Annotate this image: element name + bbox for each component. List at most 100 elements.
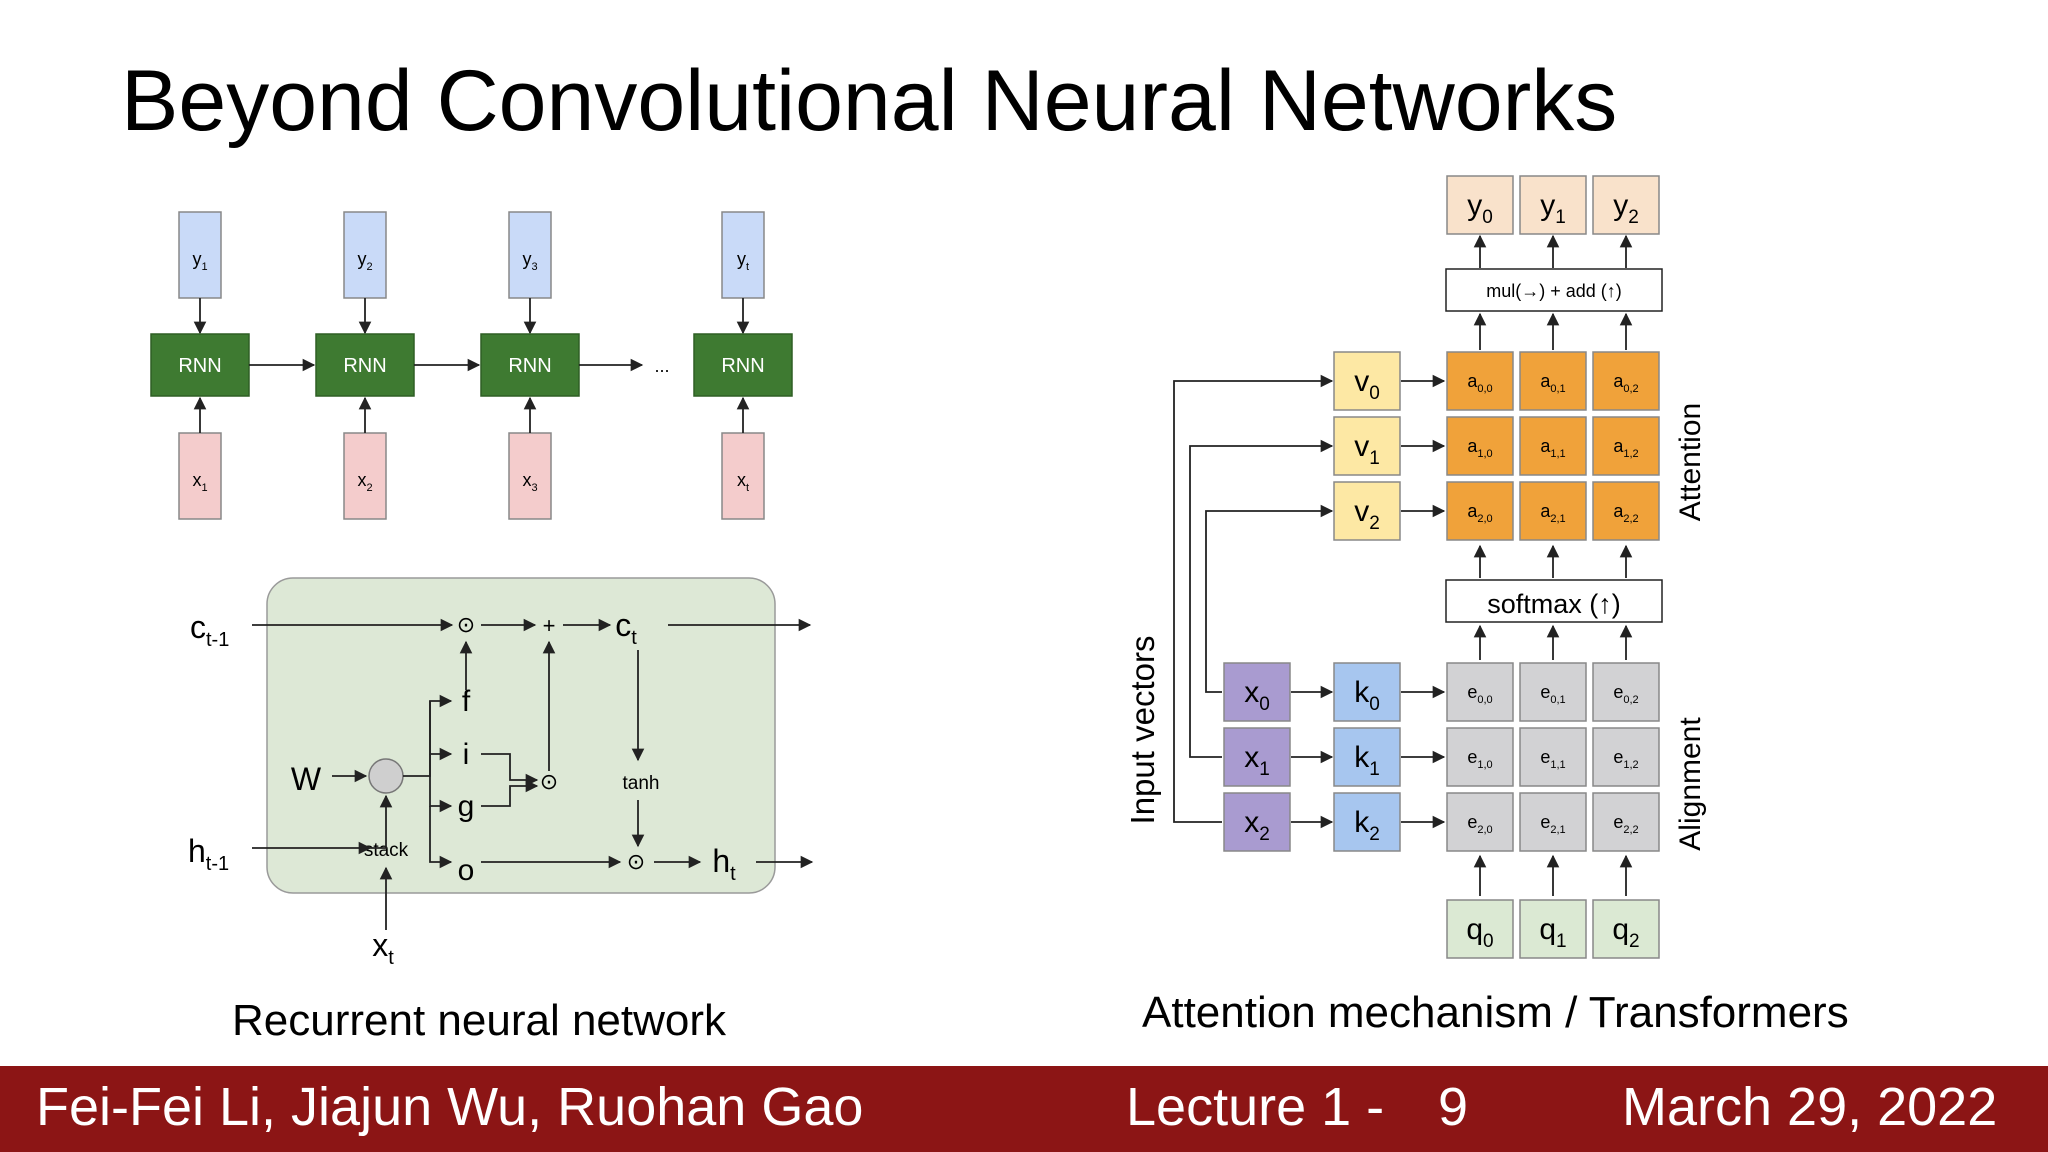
attention-weight-label: a2,1 <box>1540 501 1565 525</box>
rnn-cell <box>693 333 793 397</box>
lstm-i-to-mult <box>481 753 539 787</box>
output-y-label: y1 <box>1540 189 1566 228</box>
key-label: k2 <box>1354 806 1380 845</box>
lstm-h-prev-label: ht-1 <box>188 833 229 875</box>
attention-weight-label: a0,2 <box>1613 371 1638 395</box>
lstm-stack-node <box>368 758 404 794</box>
rnn-cell <box>480 333 580 397</box>
input-to-value-route <box>1189 439 1334 758</box>
rnn-output-label: yt <box>737 249 749 273</box>
lstm-gate-label: f <box>462 685 471 718</box>
value-box <box>1333 351 1401 411</box>
lstm-c-t-label: ct <box>615 607 637 649</box>
rnn-input-label: x3 <box>522 470 537 494</box>
alignment-score-box <box>1519 662 1587 722</box>
attention-weight-box <box>1592 416 1660 476</box>
lstm-tanh-label: tanh <box>623 773 660 794</box>
input-label: x0 <box>1244 676 1270 715</box>
mul-add-box <box>1445 268 1663 312</box>
attention-weight-label: a2,2 <box>1613 501 1638 525</box>
value-label: v2 <box>1354 495 1380 534</box>
mul-add-label: mul(→) + add (↑) <box>1486 281 1622 301</box>
rnn-output-label: y2 <box>357 249 372 273</box>
alignment-side-label: Alignment <box>1674 717 1707 851</box>
alignment-score-label: e0,2 <box>1613 682 1638 706</box>
value-label: v1 <box>1354 430 1380 469</box>
alignment-score-box <box>1592 662 1660 722</box>
input-box <box>1223 727 1291 787</box>
attention-weight-box <box>1519 481 1587 541</box>
footer-page-number: 9 <box>1438 1077 1469 1137</box>
input-vectors-side-label: Input vectors <box>1124 636 1161 825</box>
input-label: x1 <box>1244 741 1270 780</box>
key-label: k1 <box>1354 741 1380 780</box>
attention-weight-box <box>1519 416 1587 476</box>
alignment-score-label: e2,2 <box>1613 812 1638 836</box>
key-box <box>1333 727 1401 787</box>
output-y-box <box>1592 175 1660 235</box>
input-to-value-route <box>1205 504 1334 693</box>
footer-date: March 29, 2022 <box>1622 1077 1998 1137</box>
alignment-score-box <box>1519 792 1587 852</box>
key-box <box>1333 792 1401 852</box>
attention-weight-label: a1,2 <box>1613 436 1638 460</box>
rnn-input-label: x2 <box>357 470 372 494</box>
alignment-score-box <box>1592 792 1660 852</box>
attention-weight-label: a1,0 <box>1467 436 1492 460</box>
alignment-score-label: e2,0 <box>1467 812 1492 836</box>
rnn-cell-label: RNN <box>178 355 221 377</box>
lstm-h-t-label: ht <box>712 843 736 885</box>
attention-weight-label: a0,1 <box>1540 371 1565 395</box>
output-y-box <box>1519 175 1587 235</box>
query-label: q1 <box>1539 913 1566 952</box>
query-label: q2 <box>1612 913 1639 952</box>
alignment-score-box <box>1446 727 1514 787</box>
input-box <box>1223 792 1291 852</box>
alignment-score-box <box>1592 727 1660 787</box>
output-y-box <box>1446 175 1514 235</box>
lstm-w-label: W <box>291 761 322 797</box>
output-y-label: y0 <box>1467 189 1493 228</box>
rnn-output-box <box>343 211 387 299</box>
lstm-gate-label: i <box>463 738 470 771</box>
attention-weight-label: a2,0 <box>1467 501 1492 525</box>
alignment-score-box <box>1519 727 1587 787</box>
lstm-to-o <box>429 806 453 869</box>
attention-side-label: Attention <box>1674 403 1707 521</box>
alignment-score-box <box>1446 792 1514 852</box>
alignment-score-label: e1,0 <box>1467 747 1492 771</box>
attention-weight-box <box>1446 351 1514 411</box>
attention-caption: Attention mechanism / Transformers <box>1142 988 1849 1037</box>
value-box <box>1333 416 1401 476</box>
rnn-ellipsis: ... <box>654 356 669 376</box>
rnn-output-box <box>508 211 552 299</box>
attention-weight-label: a0,0 <box>1467 371 1492 395</box>
lstm-stack-arrow <box>370 794 393 849</box>
lstm-c-prev-label: ct-1 <box>190 609 229 651</box>
rnn-cell-label: RNN <box>508 355 551 377</box>
alignment-score-label: e0,1 <box>1540 682 1565 706</box>
lstm-x-t-label: xt <box>372 927 394 969</box>
rnn-cell-label: RNN <box>721 355 764 377</box>
rnn-input-box <box>721 432 765 520</box>
alignment-score-label: e1,2 <box>1613 747 1638 771</box>
attention-weight-box <box>1446 416 1514 476</box>
query-box <box>1446 899 1514 959</box>
output-y-label: y2 <box>1613 189 1639 228</box>
lstm-forget-mult: ⊙ <box>457 612 475 637</box>
rnn-cell-label: RNN <box>343 355 386 377</box>
lstm-gate-label: g <box>458 790 475 823</box>
input-to-value-route <box>1173 374 1334 823</box>
rnn-output-box <box>178 211 222 299</box>
rnn-input-label: x1 <box>192 470 207 494</box>
attention-weight-label: a1,1 <box>1540 436 1565 460</box>
key-box <box>1333 662 1401 722</box>
value-box <box>1333 481 1401 541</box>
query-box <box>1592 899 1660 959</box>
footer-lecture: Lecture 1 - <box>1126 1077 1385 1137</box>
rnn-input-box <box>508 432 552 520</box>
input-label: x2 <box>1244 806 1270 845</box>
attention-weight-box <box>1446 481 1514 541</box>
rnn-input-label: xt <box>737 470 749 494</box>
